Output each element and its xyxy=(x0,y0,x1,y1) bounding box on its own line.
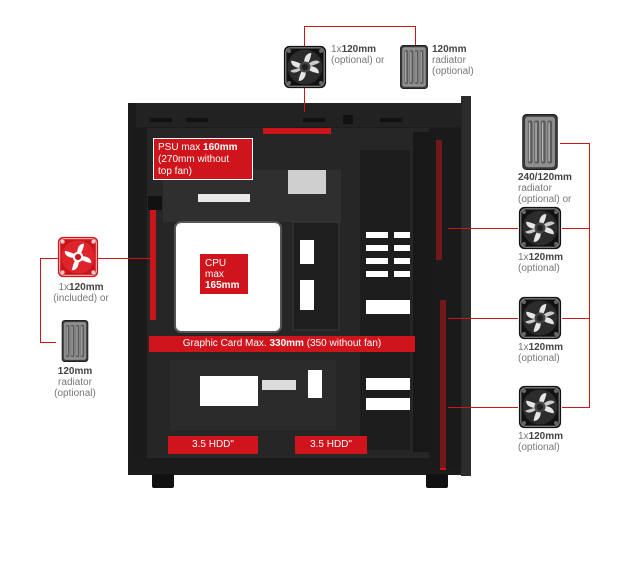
hdd-left-label: 3.5 HDD" xyxy=(168,436,258,454)
rear-connector-fan1-right xyxy=(562,228,590,229)
top-fan-icon xyxy=(283,45,327,89)
top-radiator-icon xyxy=(399,45,429,89)
front-fan-icon xyxy=(57,236,99,278)
top-connector-right xyxy=(415,26,416,46)
psu-label: PSU max 160mm (270mm without top fan) xyxy=(153,138,253,180)
gpu-label: Graphic Card Max. 330mm (350 without fan… xyxy=(149,336,415,352)
top-connector-left xyxy=(304,26,305,46)
rear-connector-fan2-right xyxy=(562,318,590,319)
cpu-label: CPU max 165mm xyxy=(199,253,249,295)
rear-fan-1-icon xyxy=(518,206,562,250)
top-radiator-caption: 120mm radiator (optional) xyxy=(432,44,474,77)
rear-fan-3-caption: 1x120mm (optional) xyxy=(518,431,564,453)
front-radiator-caption: 120mm radiator (optional) xyxy=(54,366,96,399)
rear-fan-1-caption: 1x120mm (optional) xyxy=(518,252,564,274)
rear-connector-radiator xyxy=(560,143,590,144)
front-fan-caption: 1x120mm (included) or xyxy=(53,282,109,304)
rear-connector-fan1 xyxy=(448,228,518,229)
rear-connector-vertical xyxy=(589,143,590,408)
rear-connector-fan2 xyxy=(448,318,518,319)
rear-radiator-icon xyxy=(522,114,558,170)
front-connector-vertical xyxy=(40,258,41,342)
rear-fan-2-caption: 1x120mm (optional) xyxy=(518,342,564,364)
rear-fan-3-icon xyxy=(518,385,562,429)
top-connector-horizontal xyxy=(304,26,416,27)
hdd-right-label: 3.5 HDD" xyxy=(295,436,367,454)
rear-connector-fan3-right xyxy=(562,407,590,408)
rear-connector-fan3 xyxy=(448,407,518,408)
front-connector-bottom xyxy=(40,342,56,343)
front-radiator-icon xyxy=(61,320,89,362)
top-fan-caption: 1x120mm (optional) or xyxy=(331,44,385,66)
top-connector-down xyxy=(304,88,305,112)
rear-fan-2-icon xyxy=(518,296,562,340)
rear-radiator-caption: 240/120mm radiator (optional) or xyxy=(518,172,572,205)
